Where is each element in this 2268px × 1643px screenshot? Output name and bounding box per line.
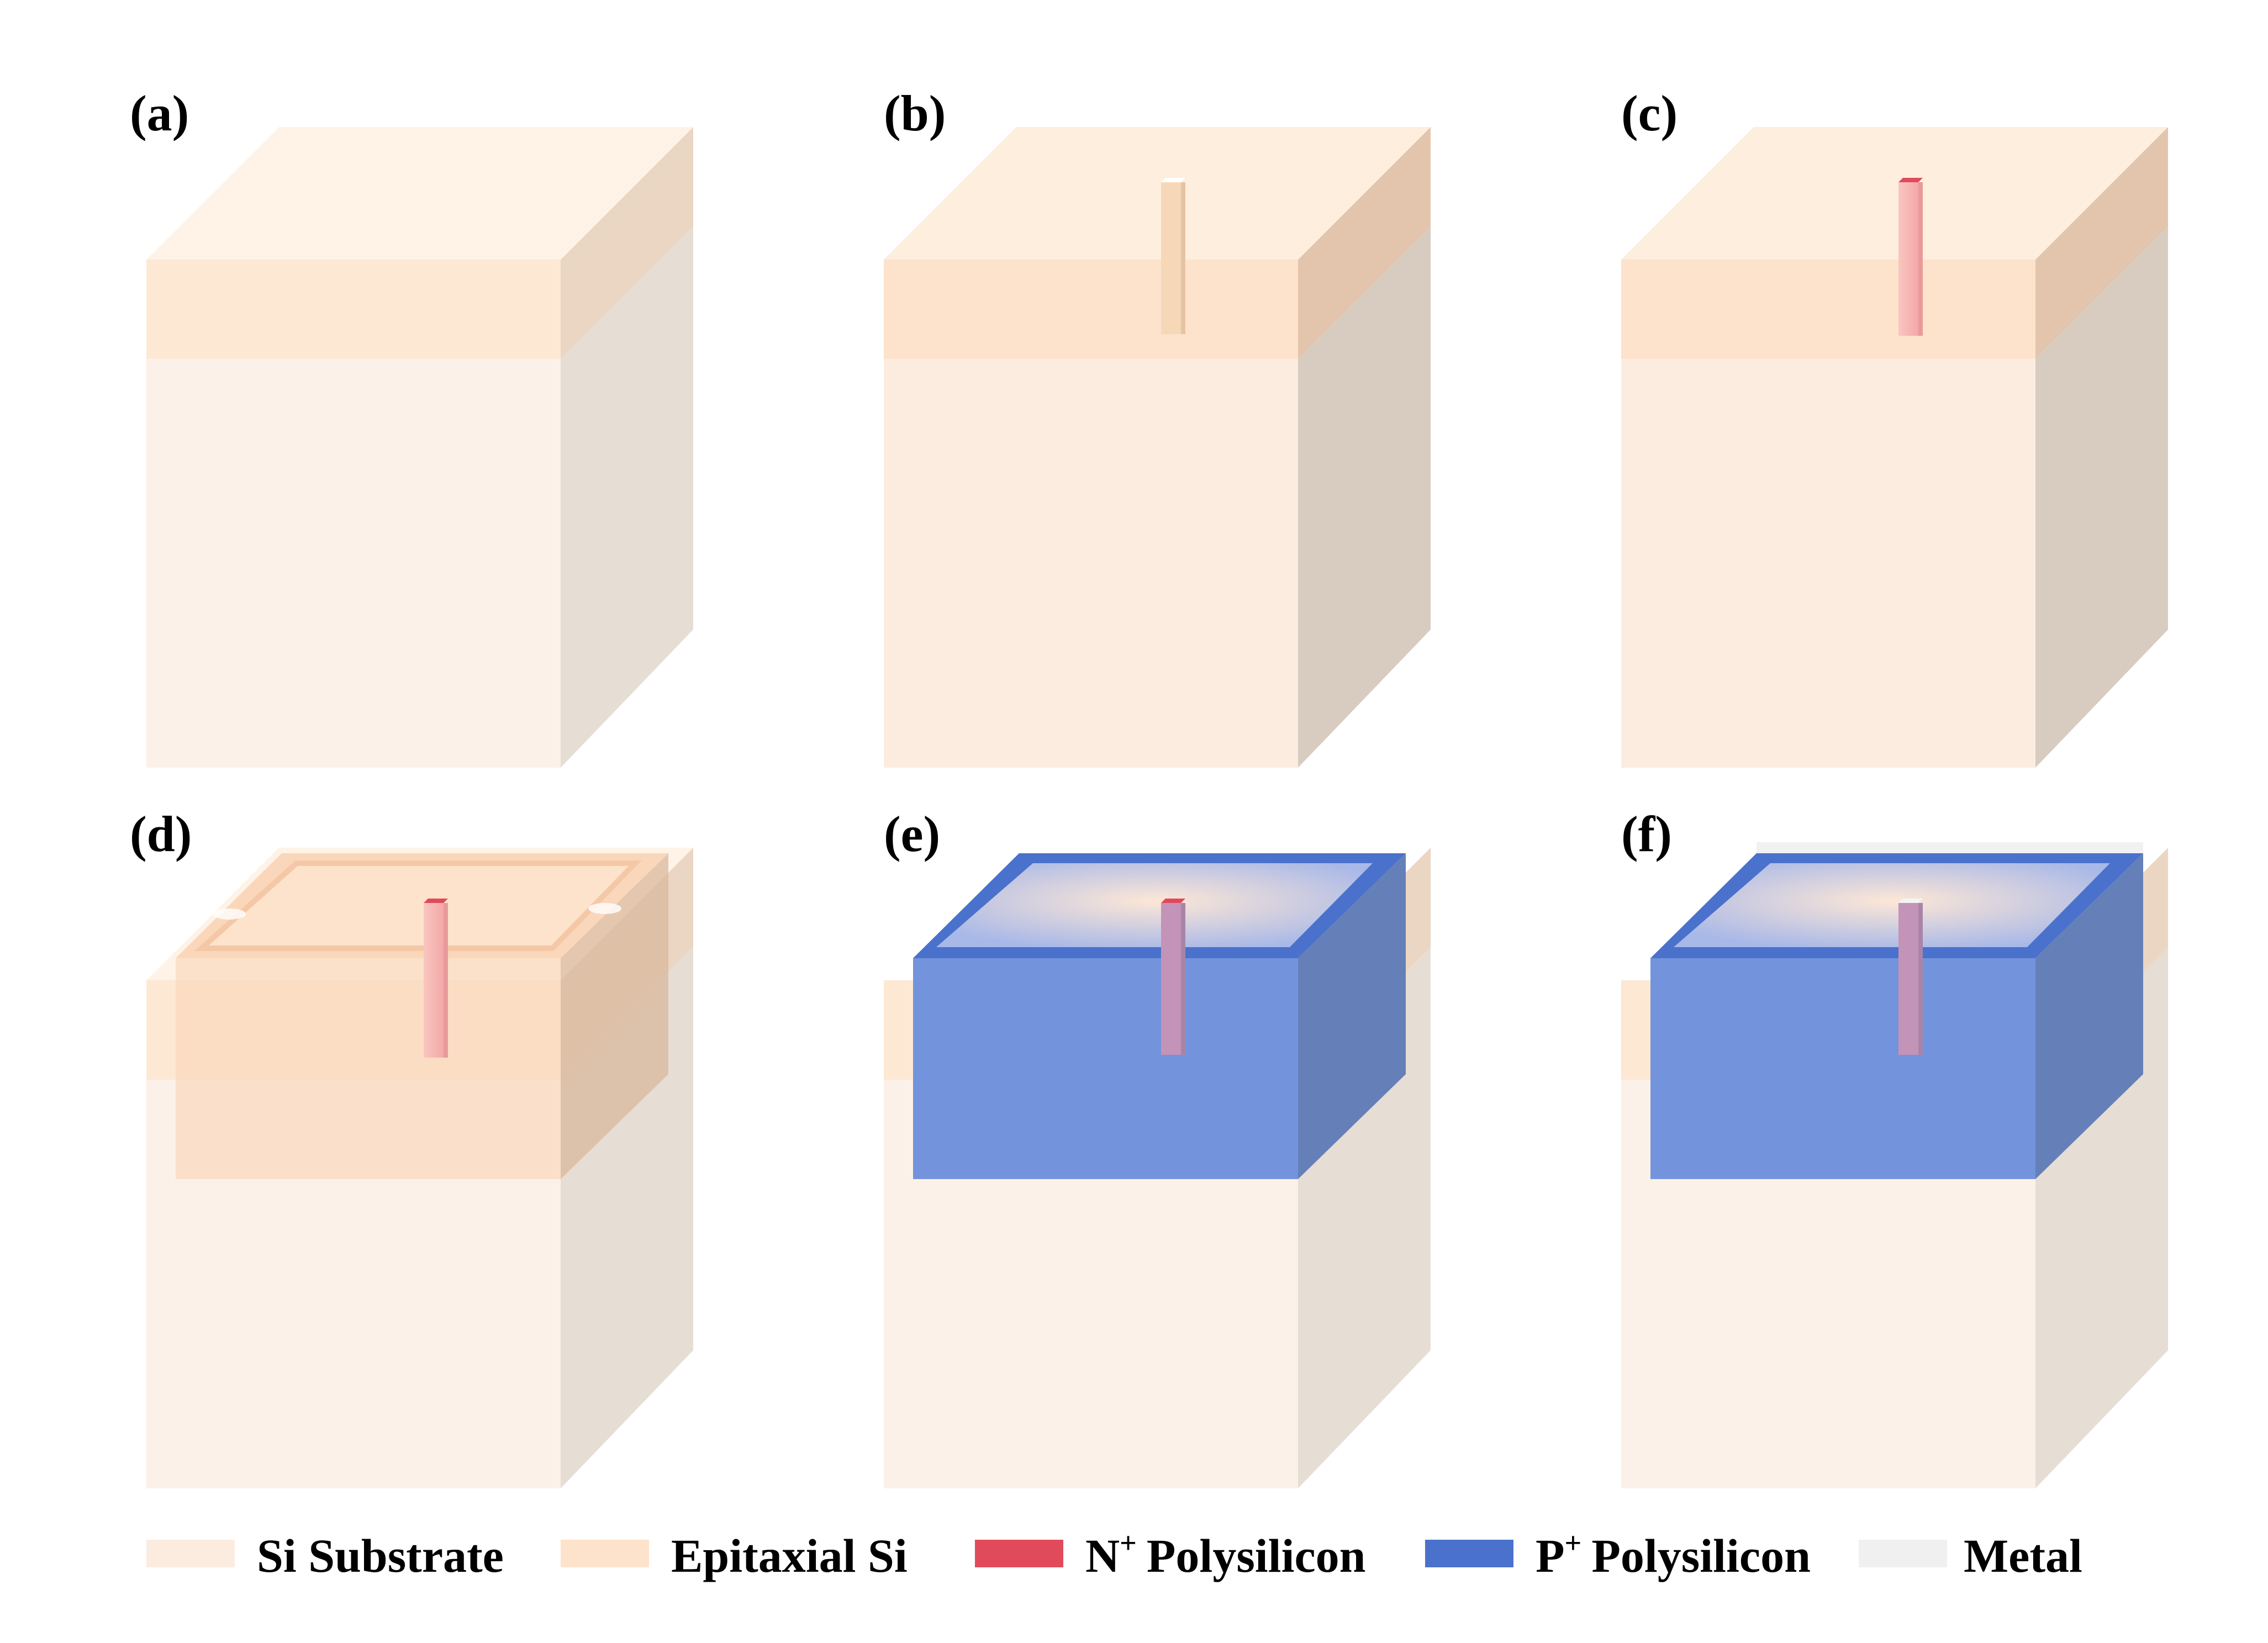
epitaxial-top	[884, 127, 1431, 260]
panel-label-a: (a)	[130, 85, 189, 141]
substrate-front	[1621, 1080, 2035, 1488]
n-polysilicon-pillar	[1898, 899, 1923, 1055]
legend-sup: +	[1120, 1526, 1137, 1560]
legend-swatch	[1859, 1540, 1947, 1567]
legend-sup: +	[1565, 1526, 1582, 1560]
legend-item-n-polysilicon: N+ Polysilicon	[975, 1526, 1365, 1582]
epitaxial-top	[1621, 127, 2168, 260]
legend-swatch	[975, 1540, 1063, 1567]
substrate-front	[1621, 359, 2035, 768]
epitaxial-side	[2035, 127, 2168, 359]
panel-d: (d)	[130, 806, 693, 1488]
svg-text:P+Polysilicon: P+ Polysilicon	[1536, 1526, 1811, 1582]
panel-f: (f)	[1621, 806, 2168, 1488]
trench	[1161, 178, 1185, 334]
panel-c: (c)	[1621, 85, 2168, 768]
substrate-front	[884, 1080, 1298, 1488]
n-polysilicon-pillar	[1898, 178, 1923, 336]
substrate-front	[146, 1080, 561, 1488]
substrate-side	[561, 226, 693, 768]
epitaxial-front	[884, 260, 1298, 359]
panel-label-e: (e)	[884, 806, 940, 862]
n-polysilicon-pillar	[424, 899, 448, 1058]
svg-text:N+Polysilicon: N+ Polysilicon	[1085, 1526, 1365, 1582]
panel-label-f: (f)	[1621, 806, 1672, 862]
legend-swatch	[146, 1540, 235, 1567]
panel-b: (b)	[884, 85, 1431, 768]
substrate-side	[2035, 226, 2168, 768]
legend-item-epitaxial-si: Epitaxial Si	[561, 1529, 908, 1582]
legend-item-si-substrate: Si Substrate	[146, 1529, 504, 1582]
legend-prefix: P	[1536, 1529, 1565, 1582]
panel-label-b: (b)	[884, 85, 946, 141]
epitaxial-top	[146, 127, 693, 260]
legend-item-metal: Metal	[1859, 1529, 2082, 1582]
p-polysilicon-fill	[1650, 853, 2143, 1179]
legend-label: Si Substrate	[257, 1529, 504, 1582]
p-polysilicon-fill	[913, 853, 1406, 1179]
metal-layer	[1757, 839, 2146, 853]
legend-label: Polysilicon	[1591, 1529, 1811, 1582]
legend-swatch	[561, 1540, 649, 1567]
substrate-side	[1298, 226, 1431, 768]
legend-item-p-polysilicon: P+ Polysilicon	[1425, 1526, 1811, 1582]
epitaxial-side	[561, 127, 693, 359]
legend: Si Substrate Epitaxial Si N+Polysilicon …	[146, 1526, 2082, 1582]
panel-label-d: (d)	[130, 806, 192, 862]
epitaxial-front	[146, 260, 561, 359]
panel-label-c: (c)	[1621, 85, 1678, 141]
n-polysilicon-pillar	[1161, 899, 1185, 1055]
epitaxial-front	[1621, 260, 2035, 359]
panel-a: (a)	[130, 85, 693, 768]
legend-label: Epitaxial Si	[671, 1529, 908, 1582]
substrate-front	[884, 359, 1298, 768]
etched-trench-region	[176, 853, 668, 1179]
substrate-front	[146, 359, 561, 768]
epitaxial-side	[1298, 127, 1431, 359]
panel-e: (e)	[884, 806, 1431, 1488]
legend-prefix: N	[1085, 1529, 1120, 1582]
legend-swatch	[1425, 1540, 1513, 1567]
legend-label: Metal	[1964, 1529, 2082, 1582]
legend-label: Polysilicon	[1147, 1529, 1366, 1582]
